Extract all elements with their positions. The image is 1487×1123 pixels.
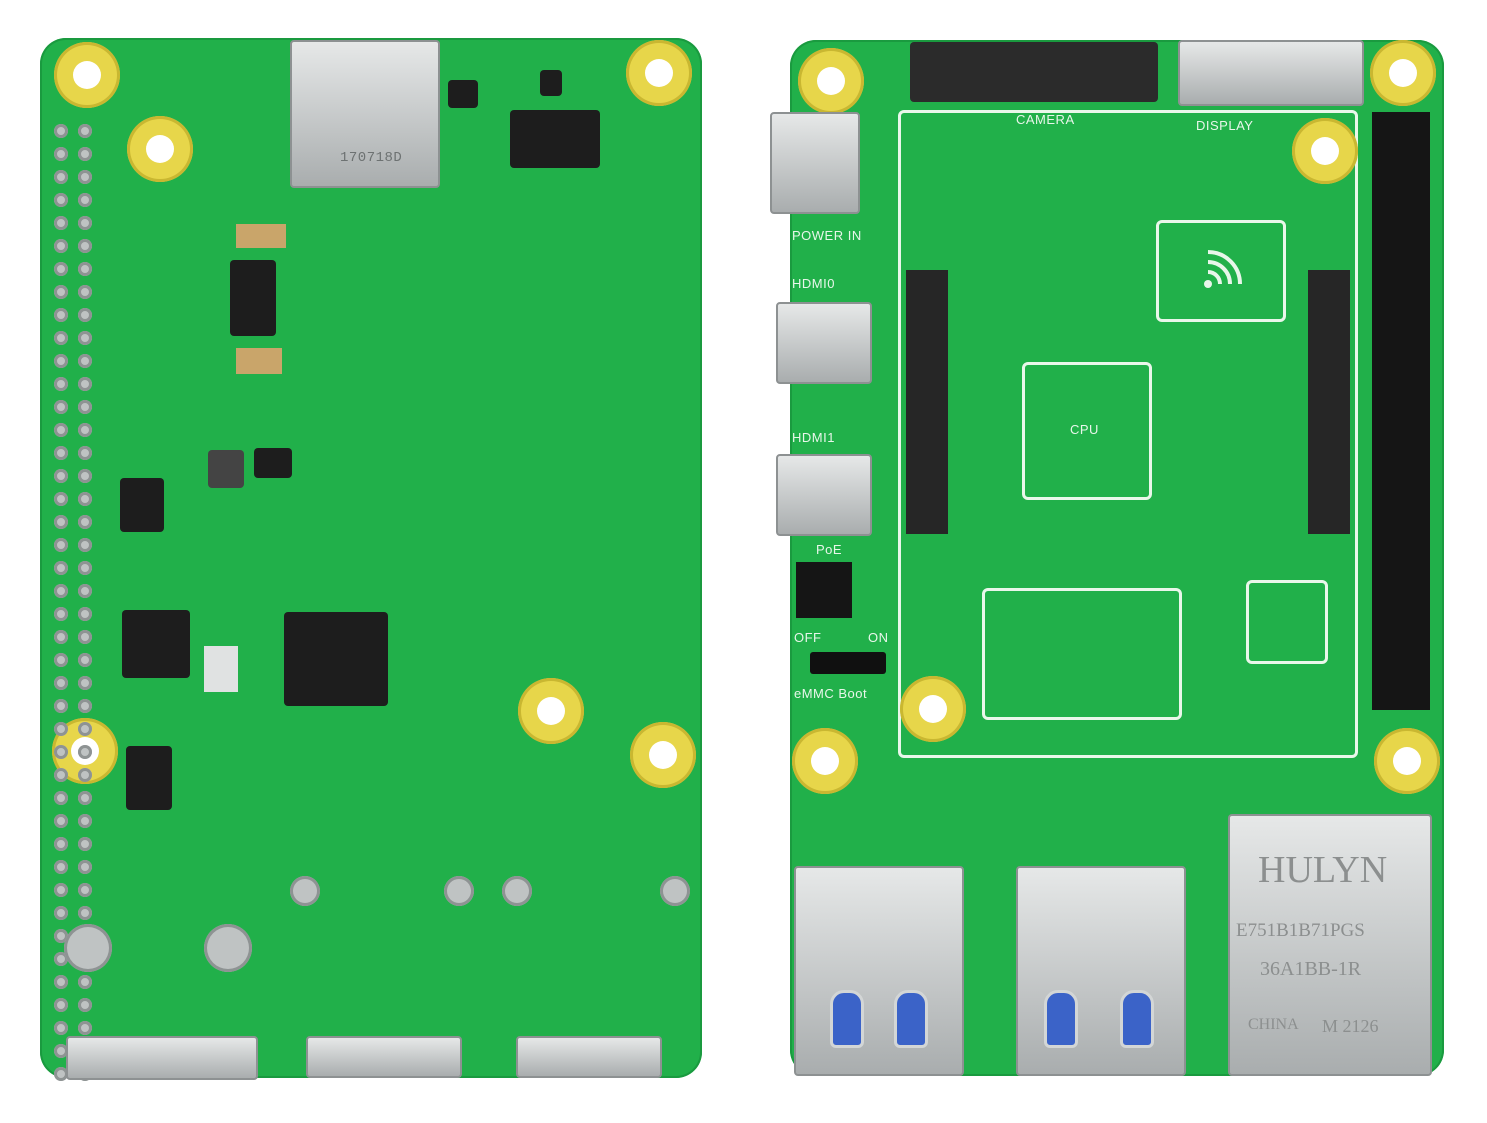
- large-pad: [660, 876, 690, 906]
- wifi-antenna-area: [1156, 220, 1286, 322]
- usb-shield-bottom-2: [516, 1036, 662, 1078]
- mount-hole-top-right: [1370, 40, 1436, 106]
- usb-shield-bottom-1: [306, 1036, 462, 1078]
- mount-hole-inner-top-right: [1292, 118, 1358, 184]
- mount-hole-bottom-right: [630, 722, 696, 788]
- ethernet-date: M 2126: [1322, 1016, 1379, 1036]
- micro-hdmi-port-0: [776, 302, 872, 384]
- mount-hole-top-left-inner: [127, 116, 193, 182]
- left-board-bottom: 170718D: [40, 38, 702, 1081]
- mosfet: [254, 448, 292, 478]
- mount-hole-middle: [518, 678, 584, 744]
- usb3-tongue-2a: [1044, 990, 1078, 1048]
- cpu-label: CPU: [1070, 422, 1099, 437]
- mount-hole-top-left: [54, 42, 120, 108]
- display-label: DISPLAY: [1196, 118, 1254, 133]
- large-pad: [502, 876, 532, 906]
- display-connector: [1178, 40, 1364, 106]
- usb3-tongue-1a: [830, 990, 864, 1048]
- usb3-tongue-1b: [894, 990, 928, 1048]
- sd-slot-label: 170718D: [340, 150, 403, 166]
- inductor: [208, 450, 244, 488]
- cpu-outline: [1022, 362, 1152, 500]
- on-label: ON: [868, 630, 889, 645]
- capacitor: [236, 224, 286, 248]
- capacitor-2: [236, 348, 282, 374]
- poe-header: [796, 562, 852, 618]
- wifi-icon: [1190, 240, 1250, 300]
- diode-1: [120, 478, 164, 532]
- large-pad: [204, 924, 252, 972]
- large-pad: [64, 924, 112, 972]
- poe-label: PoE: [816, 542, 843, 557]
- usb3-port-2: [1016, 866, 1186, 1076]
- sd-card-slot: [290, 40, 440, 188]
- hdmi1-label: HDMI1: [792, 430, 835, 445]
- usb3-tongue-2b: [1120, 990, 1154, 1048]
- gpio-40pin-header: [1372, 112, 1430, 710]
- diode-2: [126, 746, 172, 810]
- micro-hdmi-port-1: [776, 454, 872, 536]
- b2b-connector-left: [906, 270, 948, 534]
- ethernet-part: 36A1BB-1R: [1260, 958, 1362, 980]
- ethernet-origin: CHINA: [1248, 1016, 1299, 1033]
- ethernet-model: E751B1B71PGS: [1236, 920, 1365, 941]
- mount-hole-top-right: [626, 40, 692, 106]
- emmc-outline: [1246, 580, 1328, 664]
- large-pad: [290, 876, 320, 906]
- ethernet-brand: HULYN: [1258, 849, 1388, 891]
- mount-hole-top-left: [798, 48, 864, 114]
- power-ic: [510, 110, 600, 168]
- compute-module-outline: [898, 110, 1358, 758]
- b2b-connector-right: [1308, 270, 1350, 534]
- camera-connector: [910, 42, 1158, 102]
- mount-hole-inner-bottom-left: [900, 676, 966, 742]
- large-pad: [444, 876, 474, 906]
- off-label: OFF: [794, 630, 822, 645]
- hdmi0-label: HDMI0: [792, 276, 835, 291]
- crystal: [204, 646, 238, 692]
- camera-label: CAMERA: [1016, 112, 1075, 127]
- small-transistor-2: [540, 70, 562, 96]
- small-transistor: [448, 80, 478, 108]
- ram-outline: [982, 588, 1182, 720]
- emmc-boot-label: eMMC Boot: [794, 686, 868, 701]
- mount-hole-bottom-right: [1374, 728, 1440, 794]
- ethernet-jack: [1228, 814, 1432, 1076]
- power-in-label: POWER IN: [792, 228, 862, 243]
- right-board-top: CAMERA DISPLAY POWER IN HDMI0 HDMI1 CPU …: [770, 40, 1444, 1076]
- mount-hole-bottom-left: [792, 728, 858, 794]
- ethernet-shield-bottom: [66, 1036, 258, 1080]
- gpio-header-pads: [54, 124, 92, 1081]
- usb-c-power-port: [770, 112, 860, 214]
- emmc-boot-switch[interactable]: [810, 652, 886, 674]
- usb3-port-1: [794, 866, 964, 1076]
- flash-chip: [122, 610, 190, 678]
- usb-hub-controller: [284, 612, 388, 706]
- voltage-regulator: [230, 260, 276, 336]
